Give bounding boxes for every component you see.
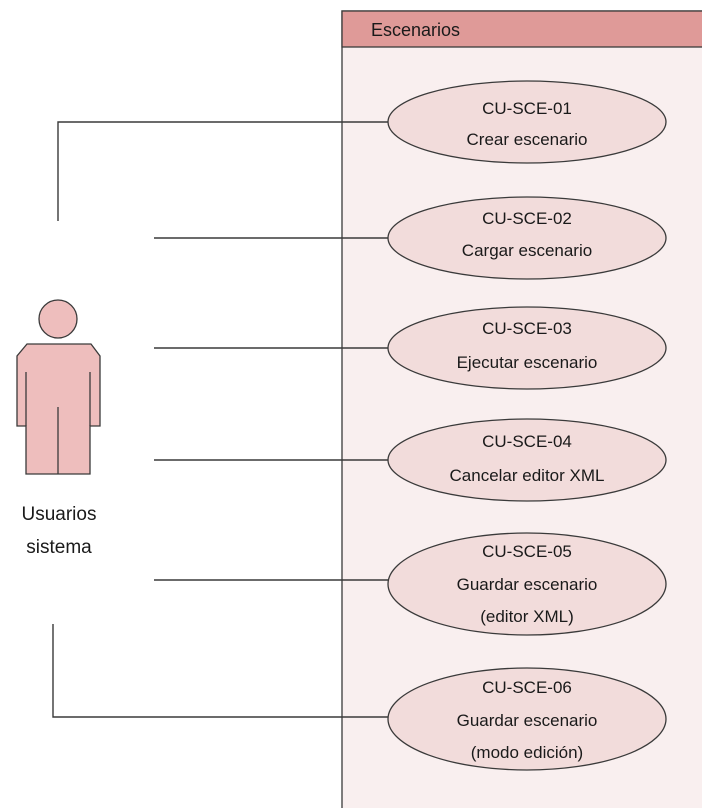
use-case-ellipse — [387, 196, 667, 280]
actor-label-line-1: Usuarios — [22, 504, 97, 525]
use-case-name: Crear escenario — [467, 130, 588, 149]
associations — [52, 121, 388, 718]
use-case-ellipse — [387, 80, 667, 164]
use-case-id: CU-SCE-03 — [482, 319, 572, 338]
use-case-cu-sce-06[interactable]: CU-SCE-06 Guardar escenario (modo edició… — [387, 667, 667, 771]
use-case-cu-sce-02[interactable]: CU-SCE-02 Cargar escenario — [387, 196, 667, 280]
use-case-name: Guardar escenario — [457, 575, 598, 594]
use-case-id: CU-SCE-02 — [482, 209, 572, 228]
association-line-1 — [57, 121, 388, 221]
use-case-name: Cancelar editor XML — [450, 466, 605, 485]
actor-head — [38, 299, 78, 339]
use-case-qualifier: (modo edición) — [471, 743, 583, 762]
use-case-qualifier: (editor XML) — [480, 607, 574, 626]
system-boundary-header — [341, 10, 702, 48]
system-boundary-title: Escenarios — [371, 20, 460, 40]
use-case-cu-sce-05[interactable]: CU-SCE-05 Guardar escenario (editor XML) — [387, 532, 667, 636]
use-case-name: Ejecutar escenario — [457, 353, 598, 372]
use-case-id: CU-SCE-05 — [482, 542, 572, 561]
use-case-id: CU-SCE-01 — [482, 99, 572, 118]
actor-label: Usuarios sistema — [22, 504, 97, 558]
association-line-6 — [52, 624, 388, 718]
actor-label-line-2: sistema — [26, 537, 92, 558]
use-case-ellipse — [387, 306, 667, 390]
use-case-cu-sce-01[interactable]: CU-SCE-01 Crear escenario — [387, 80, 667, 164]
use-case-name: Guardar escenario — [457, 711, 598, 730]
use-case-id: CU-SCE-06 — [482, 678, 572, 697]
use-case-id: CU-SCE-04 — [482, 432, 572, 451]
use-case-ellipse — [387, 532, 667, 636]
use-case-cu-sce-03[interactable]: CU-SCE-03 Ejecutar escenario — [387, 306, 667, 390]
use-case-cu-sce-04[interactable]: CU-SCE-04 Cancelar editor XML — [387, 418, 667, 502]
use-case-ellipse — [387, 418, 667, 502]
actor-figure — [16, 299, 101, 475]
use-case-ellipse — [387, 667, 667, 771]
use-case-name: Cargar escenario — [462, 241, 592, 260]
